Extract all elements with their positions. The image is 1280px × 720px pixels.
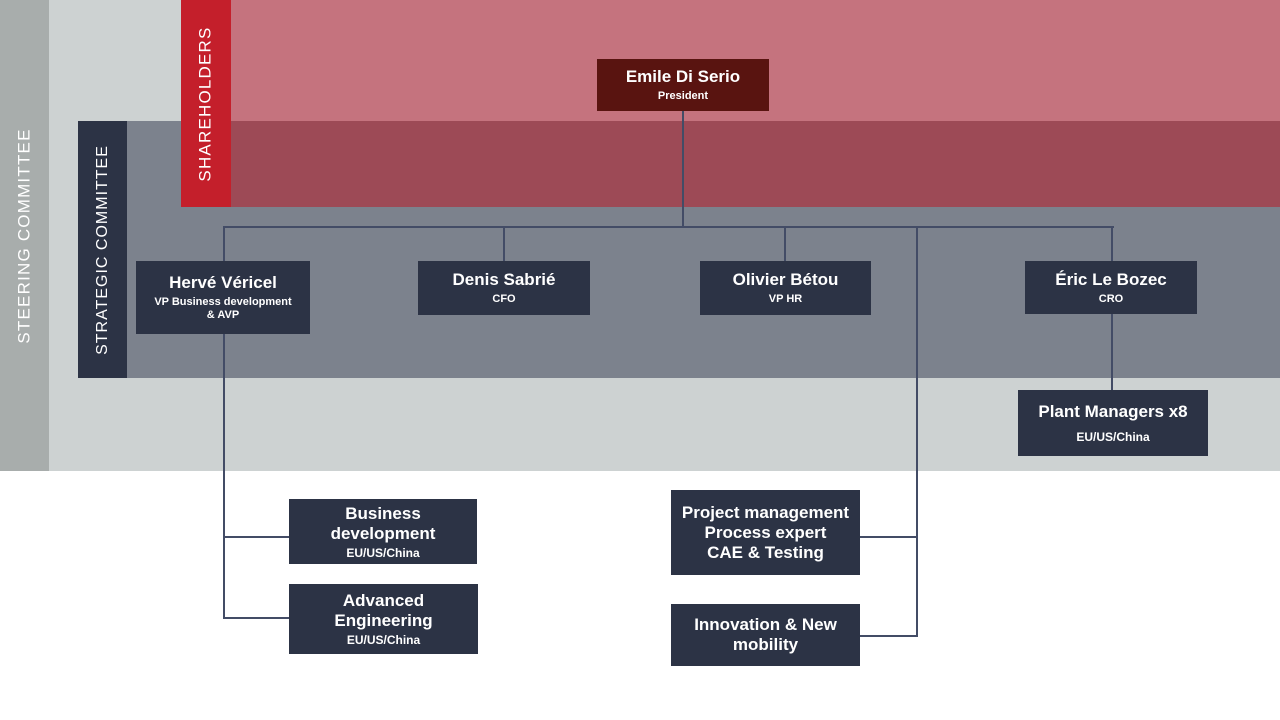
node-subtitle: & AVP <box>206 309 240 321</box>
connector-denis-drop <box>503 226 505 261</box>
org-node-herve-vericel: Hervé Véricel VP Business development & … <box>136 261 310 334</box>
connector-innovation-branch <box>860 635 918 637</box>
connector-adveng-branch <box>223 617 289 619</box>
node-subtitle: EU/US/China <box>1076 430 1150 444</box>
node-title: Plant Managers x8 <box>1038 402 1188 421</box>
org-node-president: Emile Di Serio President <box>597 59 769 111</box>
connector-main-horizontal <box>223 226 1114 228</box>
org-node-project-management: Project management Process expert CAE & … <box>671 490 860 575</box>
strategic-committee-label: STRATEGIC COMMITTEE <box>93 144 111 355</box>
connector-right-vertical <box>916 226 918 637</box>
maroon-band <box>231 121 1280 207</box>
node-title: CAE & Testing <box>707 542 824 562</box>
node-title: Emile Di Serio <box>625 67 741 86</box>
strategic-committee-banner: STRATEGIC COMMITTEE <box>78 121 127 378</box>
node-title: Process expert <box>704 522 827 542</box>
node-subtitle: VP HR <box>768 293 803 305</box>
node-subtitle: EU/US/China <box>346 633 421 647</box>
org-node-advanced-engineering: Advanced Engineering EU/US/China <box>289 584 478 654</box>
node-subtitle: CRO <box>1098 292 1124 305</box>
node-title: Business <box>345 503 421 523</box>
node-subtitle: VP Business development <box>154 296 292 308</box>
node-title: Project management <box>681 502 850 522</box>
node-subtitle: EU/US/China <box>346 545 420 560</box>
node-subtitle: CFO <box>492 293 516 305</box>
node-title: Hervé Véricel <box>169 273 277 292</box>
node-title: Innovation & New <box>694 615 837 634</box>
org-node-olivier-betou: Olivier Bétou VP HR <box>700 261 871 315</box>
connector-president-drop <box>682 111 684 228</box>
steering-committee-banner: STEERING COMMITTEE <box>0 0 49 471</box>
node-title: mobility <box>732 635 799 654</box>
steering-committee-label: STEERING COMMITTEE <box>14 127 34 344</box>
connector-herve-vertical <box>223 226 225 619</box>
node-subtitle: President <box>657 90 709 102</box>
node-title: Engineering <box>334 611 433 630</box>
org-node-plant-managers: Plant Managers x8 EU/US/China <box>1018 390 1208 456</box>
org-node-business-development: Business development EU/US/China <box>289 499 477 564</box>
connector-olivier-drop <box>784 226 786 261</box>
shareholders-label: SHAREHOLDERS <box>196 25 216 182</box>
node-title: Olivier Bétou <box>732 270 839 289</box>
node-title: development <box>330 523 436 543</box>
node-title: Advanced <box>342 591 425 610</box>
org-node-denis-sabrie: Denis Sabrié CFO <box>418 261 590 315</box>
node-title: Éric Le Bozec <box>1055 269 1167 289</box>
connector-project-branch <box>860 536 918 538</box>
node-title: Denis Sabrié <box>452 270 556 289</box>
org-node-eric-le-bozec: Éric Le Bozec CRO <box>1025 261 1197 314</box>
shareholders-banner: SHAREHOLDERS <box>181 0 231 207</box>
org-node-innovation-new-mobility: Innovation & New mobility <box>671 604 860 666</box>
connector-bizdev-branch <box>223 536 289 538</box>
